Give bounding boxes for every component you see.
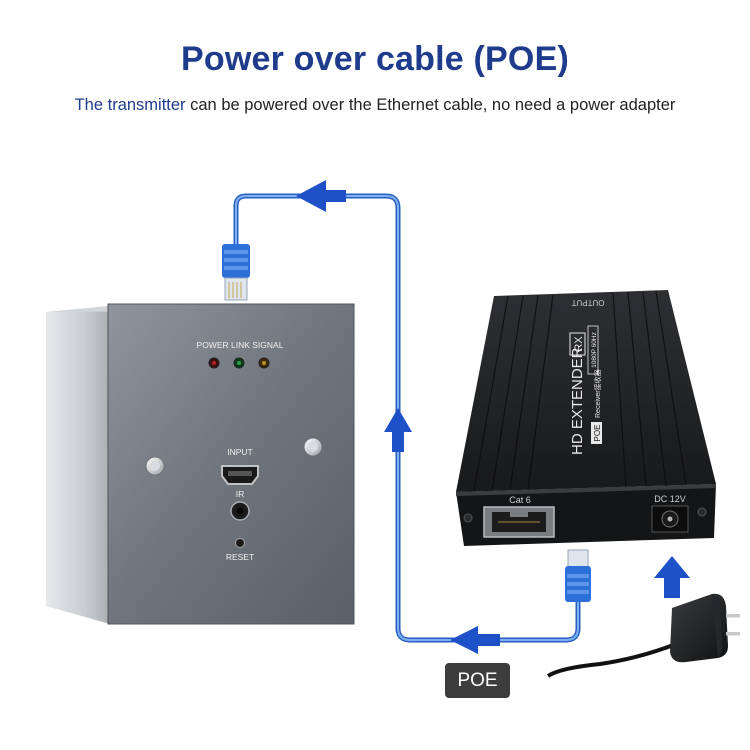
receiver-unit: OUTPUT HD EXTENDER RX POE Receiver接收器 10… xyxy=(456,290,716,546)
transmitter-wall-plate: POWER LINK SIGNAL INPUT IR RESET xyxy=(46,303,355,625)
receiver-screw-left-icon xyxy=(463,513,473,523)
led-labels: POWER LINK SIGNAL xyxy=(197,340,284,350)
ir-port[interactable] xyxy=(230,501,250,521)
hdmi-input-port[interactable] xyxy=(221,465,259,485)
receiver-res-label: 1080P 60Hz xyxy=(591,332,598,368)
ir-label: IR xyxy=(236,489,245,499)
rj45-plug-bottom-icon xyxy=(565,549,591,602)
reset-button[interactable] xyxy=(235,538,245,548)
dc-label: DC 12V xyxy=(654,494,686,504)
receiver-model-label: HD EXTENDER xyxy=(569,347,586,455)
receiver-poe-tag: POE xyxy=(593,425,602,442)
receiver-rx-badge: RX xyxy=(573,336,585,352)
poe-badge: POE xyxy=(445,663,510,698)
arrow-top-left-icon xyxy=(296,180,346,212)
dc-power-port[interactable] xyxy=(651,505,689,533)
cat6-label: Cat 6 xyxy=(509,495,531,505)
page-subtitle: The transmitter can be powered over the … xyxy=(0,96,750,115)
power-adapter-icon xyxy=(546,593,740,678)
input-label: INPUT xyxy=(227,447,253,457)
receiver-sub-label: Receiver接收器 xyxy=(593,369,602,418)
subtitle-text: can be powered over the Ethernet cable, … xyxy=(185,96,676,114)
reset-label: RESET xyxy=(226,552,254,562)
subtitle-highlight: The transmitter xyxy=(74,96,186,114)
cat6-port[interactable] xyxy=(483,506,555,538)
rj45-plug-top-icon xyxy=(222,244,250,301)
page-title: Power over cable (POE) xyxy=(181,40,569,78)
arrow-power-up-icon xyxy=(654,556,690,598)
arrow-bottom-left-icon xyxy=(450,626,500,654)
receiver-screw-right-icon xyxy=(697,507,707,517)
receiver-output-label: OUTPUT xyxy=(571,298,604,307)
arrow-up-icon xyxy=(384,408,412,452)
